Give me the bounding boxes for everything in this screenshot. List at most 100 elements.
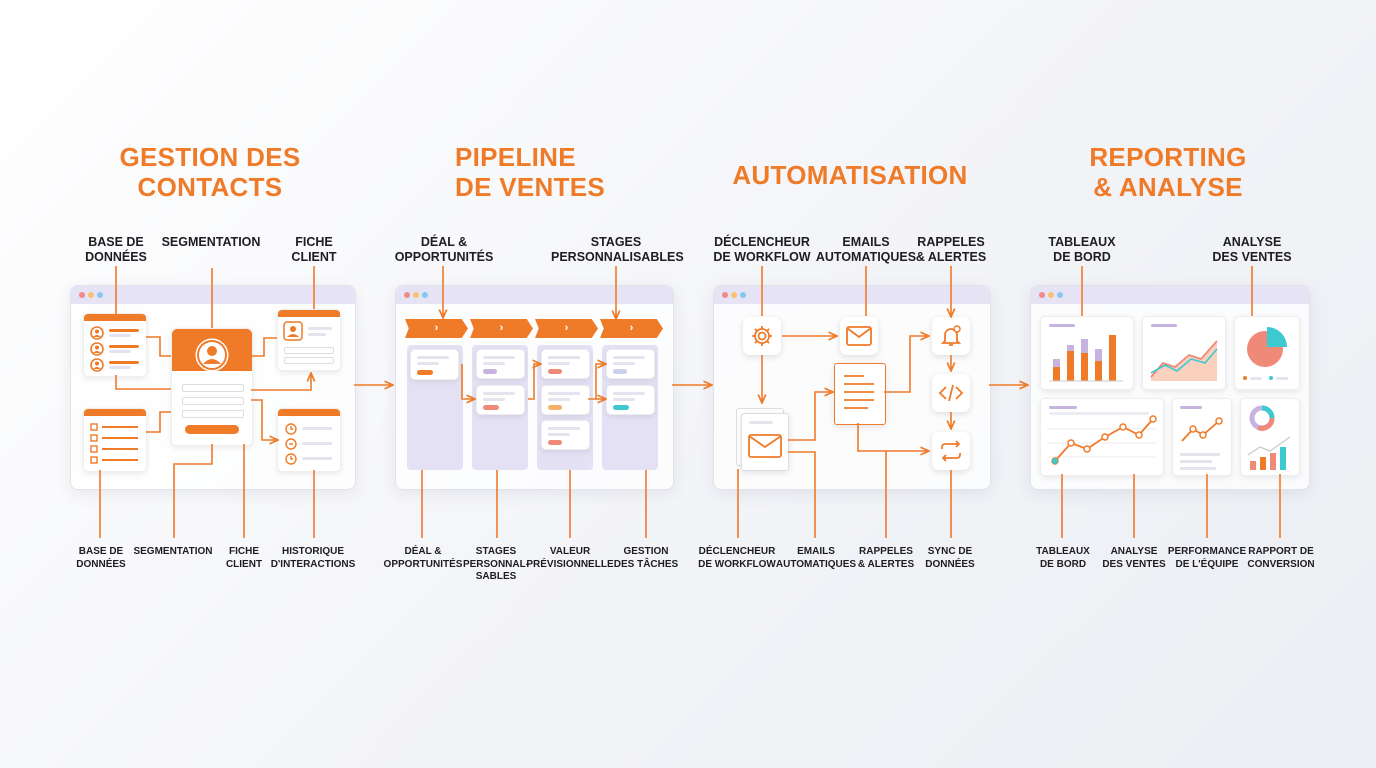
bottom-label-dashboards: TABLEAUX DE BORD [1036, 546, 1090, 570]
profile-card-header [172, 329, 252, 372]
email-node[interactable] [840, 317, 878, 355]
bell-icon [940, 325, 962, 346]
checklist-card [83, 408, 147, 472]
stage-arrow-4[interactable]: › [600, 319, 663, 338]
top-label-database: BASE DE DONNÉES [85, 235, 147, 264]
code-node[interactable] [932, 374, 970, 412]
top-label-auto-emails: EMAILS AUTOMATIQUES [815, 235, 917, 264]
card-header [278, 409, 340, 416]
checkbox-list-icon [90, 423, 138, 464]
window-dot-yellow [1048, 292, 1054, 298]
bottom-label-database: BASE DE DONNÉES [76, 546, 126, 570]
window-dot-red [404, 292, 410, 298]
window-dot-yellow [88, 292, 94, 298]
section-title-pipeline: PIPELINE DE VENTES [455, 142, 606, 202]
window-dot-red [1039, 292, 1045, 298]
history-icon [285, 423, 297, 465]
sync-icon [941, 440, 961, 462]
bar-chart-icon [1049, 335, 1123, 382]
document-icon [844, 375, 874, 409]
conversion-widget[interactable] [1240, 398, 1300, 476]
deal-card[interactable] [410, 349, 459, 380]
bottom-label-client-file: FICHE CLIENT [225, 546, 263, 570]
window-titlebar [714, 286, 990, 304]
bottom-label-auto-emails: EMAILS AUTOMATIQUES [775, 546, 857, 570]
stage-arrow-2[interactable]: › [470, 319, 533, 338]
bottom-label-history: HISTORIQUE D'INTERACTIONS [270, 546, 356, 570]
profile-card [171, 328, 253, 446]
area-chart-widget[interactable] [1142, 316, 1226, 390]
document-node[interactable] [834, 363, 886, 425]
pie-chart-widget[interactable] [1234, 316, 1300, 390]
bottom-label-deals: DÉAL & OPPORTUNITÉS [383, 546, 463, 570]
top-label-client-file: FICHE CLIENT [291, 235, 337, 264]
bottom-label-stages: STAGES PERSONNAL- SABLES [462, 546, 530, 582]
card-header [84, 314, 146, 321]
pie-chart-icon [1247, 327, 1287, 367]
top-label-workflow-trigger: DÉCLENCHEUR DE WORKFLOW [713, 235, 811, 264]
bottom-label-segmentation: SEGMENTATION [133, 546, 213, 557]
window-titlebar [1031, 286, 1309, 304]
save-profile-button[interactable] [185, 425, 239, 434]
bottom-label-sales-analysis: ANALYSE DES VENTES [1102, 546, 1166, 570]
trend-chart-icon [1181, 417, 1223, 442]
deal-card[interactable] [541, 385, 590, 415]
window-dot-blue [740, 292, 746, 298]
user-icon [90, 326, 104, 372]
mail-icon [748, 434, 782, 458]
user-icon [195, 338, 229, 372]
window-dot-blue [422, 292, 428, 298]
stage-arrow-3[interactable]: › [535, 319, 598, 338]
section-title-reporting: REPORTING & ANALYSE [1089, 142, 1247, 202]
window-dot-yellow [731, 292, 737, 298]
alert-node[interactable] [932, 317, 970, 355]
section-title-contacts: GESTION DES CONTACTS [119, 142, 301, 202]
gear-icon [752, 326, 772, 346]
window-titlebar [396, 286, 673, 304]
code-icon [938, 384, 964, 402]
window-dot-blue [97, 292, 103, 298]
window-dot-red [79, 292, 85, 298]
bottom-label-team-performance: PERFORMANCE DE L'ÉQUIPE [1167, 546, 1247, 570]
mail-icon [846, 326, 872, 346]
bottom-label-conversion: RAPPORT DE CONVERSION [1247, 546, 1315, 570]
bar-chart-widget[interactable] [1040, 316, 1134, 390]
top-label-deals: DÉAL & OPPORTUNITÉS [394, 235, 494, 264]
line-chart-widget[interactable] [1040, 398, 1164, 476]
line-chart-icon [1047, 415, 1157, 465]
client-file-card [277, 309, 341, 371]
top-label-dashboards: TABLEAUX DE BORD [1048, 235, 1116, 264]
stage-arrow-1[interactable]: › [405, 319, 468, 338]
top-label-reminders: RAPPELES & ALERTES [915, 235, 987, 264]
bottom-label-task-management: GESTION DES TÂCHES [613, 546, 679, 570]
deal-card[interactable] [541, 349, 590, 379]
card-header [84, 409, 146, 416]
donut-chart-icon [1249, 405, 1275, 431]
deal-card[interactable] [541, 420, 590, 450]
window-dot-yellow [413, 292, 419, 298]
contact-list-card [83, 313, 147, 377]
bottom-label-workflow-trigger: DÉCLENCHEUR DE WORKFLOW [698, 546, 776, 570]
history-card [277, 408, 341, 472]
deal-card[interactable] [606, 349, 655, 379]
bottom-label-reminders: RAPPELES & ALERTES [857, 546, 915, 570]
top-label-sales-analysis: ANALYSE DES VENTES [1212, 235, 1292, 264]
bottom-label-data-sync: SYNC DE DONNÉES [925, 546, 975, 570]
section-title-automation: AUTOMATISATION [732, 160, 968, 190]
area-chart-icon [1150, 340, 1218, 381]
deal-card[interactable] [476, 385, 525, 415]
user-icon [283, 321, 303, 341]
sync-node[interactable] [932, 432, 970, 470]
card-header [278, 310, 340, 317]
email-stack-card[interactable] [741, 413, 789, 471]
team-performance-widget[interactable] [1172, 398, 1232, 476]
window-titlebar [71, 286, 355, 304]
deal-card[interactable] [476, 349, 525, 379]
deal-card[interactable] [606, 385, 655, 415]
workflow-trigger-node[interactable] [743, 317, 781, 355]
conversion-bars-icon [1247, 436, 1291, 470]
bottom-label-forecast-value: VALEUR PRÉVISIONNELLE [526, 546, 614, 570]
window-dot-red [722, 292, 728, 298]
window-dot-blue [1057, 292, 1063, 298]
top-label-segmentation: SEGMENTATION [161, 235, 261, 249]
